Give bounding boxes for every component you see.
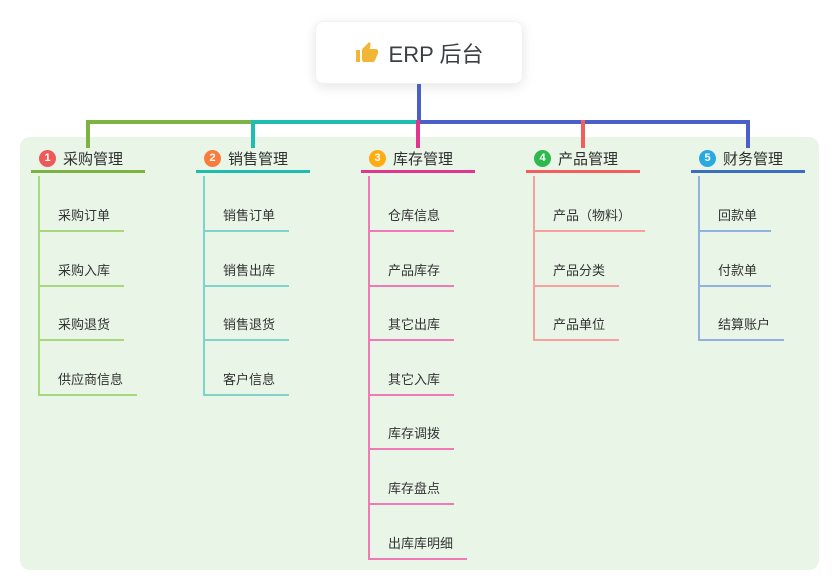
branch-4-header[interactable]: 4 产品管理 (526, 147, 640, 173)
child-node[interactable]: 产品分类 (533, 263, 620, 287)
branch-number-badge: 5 (699, 150, 716, 167)
branch-number-badge: 4 (534, 150, 551, 167)
branch-5-header[interactable]: 5 财务管理 (691, 147, 805, 173)
branch-number-badge: 3 (369, 150, 386, 167)
connector-drop-3 (416, 120, 420, 148)
child-node[interactable]: 出库库明细 (368, 536, 468, 560)
branch-2-header[interactable]: 2 销售管理 (196, 147, 310, 173)
child-node[interactable]: 销售订单 (203, 208, 290, 232)
child-node[interactable]: 其它出库 (368, 317, 455, 341)
child-node[interactable]: 库存调拨 (368, 426, 455, 450)
connector-horizontal-left-1 (86, 120, 253, 124)
connector-horizontal-left-2 (253, 120, 417, 124)
child-node[interactable]: 销售出库 (203, 263, 290, 287)
branch-number-badge: 2 (204, 150, 221, 167)
branch-rail (533, 176, 535, 341)
branch-3-header[interactable]: 3 库存管理 (361, 147, 475, 173)
background-panel (20, 137, 819, 570)
child-node[interactable]: 采购退货 (38, 317, 125, 341)
branch-title: 财务管理 (723, 151, 784, 168)
connector-drop-2 (251, 120, 255, 148)
connector-drop-1 (86, 120, 90, 148)
child-node[interactable]: 付款单 (698, 263, 772, 287)
child-node[interactable]: 回款单 (698, 208, 772, 232)
branch-rail (698, 176, 700, 341)
branch-rail (368, 176, 370, 560)
child-node[interactable]: 供应商信息 (38, 372, 138, 396)
child-node[interactable]: 销售退货 (203, 317, 290, 341)
child-node[interactable]: 产品（物料） (533, 208, 646, 232)
branch-title: 采购管理 (63, 151, 124, 168)
branch-number-badge: 1 (39, 150, 56, 167)
child-node[interactable]: 客户信息 (203, 372, 290, 396)
thumbs-up-icon (355, 41, 379, 65)
connector-drop-5 (746, 120, 750, 148)
branch-title: 库存管理 (393, 151, 454, 168)
child-node[interactable]: 库存盘点 (368, 481, 455, 505)
child-node[interactable]: 产品单位 (533, 317, 620, 341)
child-node[interactable]: 采购入库 (38, 263, 125, 287)
child-node[interactable]: 其它入库 (368, 372, 455, 396)
branch-title: 销售管理 (228, 151, 289, 168)
child-node[interactable]: 仓库信息 (368, 208, 455, 232)
connector-drop-4 (581, 120, 585, 148)
root-node[interactable]: ERP 后台 (315, 21, 523, 84)
branch-title: 产品管理 (558, 151, 619, 168)
connector-root-line (417, 84, 421, 124)
child-node[interactable]: 采购订单 (38, 208, 125, 232)
child-node[interactable]: 结算账户 (698, 317, 785, 341)
branch-1-header[interactable]: 1 采购管理 (31, 147, 145, 173)
root-title: ERP 后台 (388, 41, 484, 67)
child-node[interactable]: 产品库存 (368, 263, 455, 287)
